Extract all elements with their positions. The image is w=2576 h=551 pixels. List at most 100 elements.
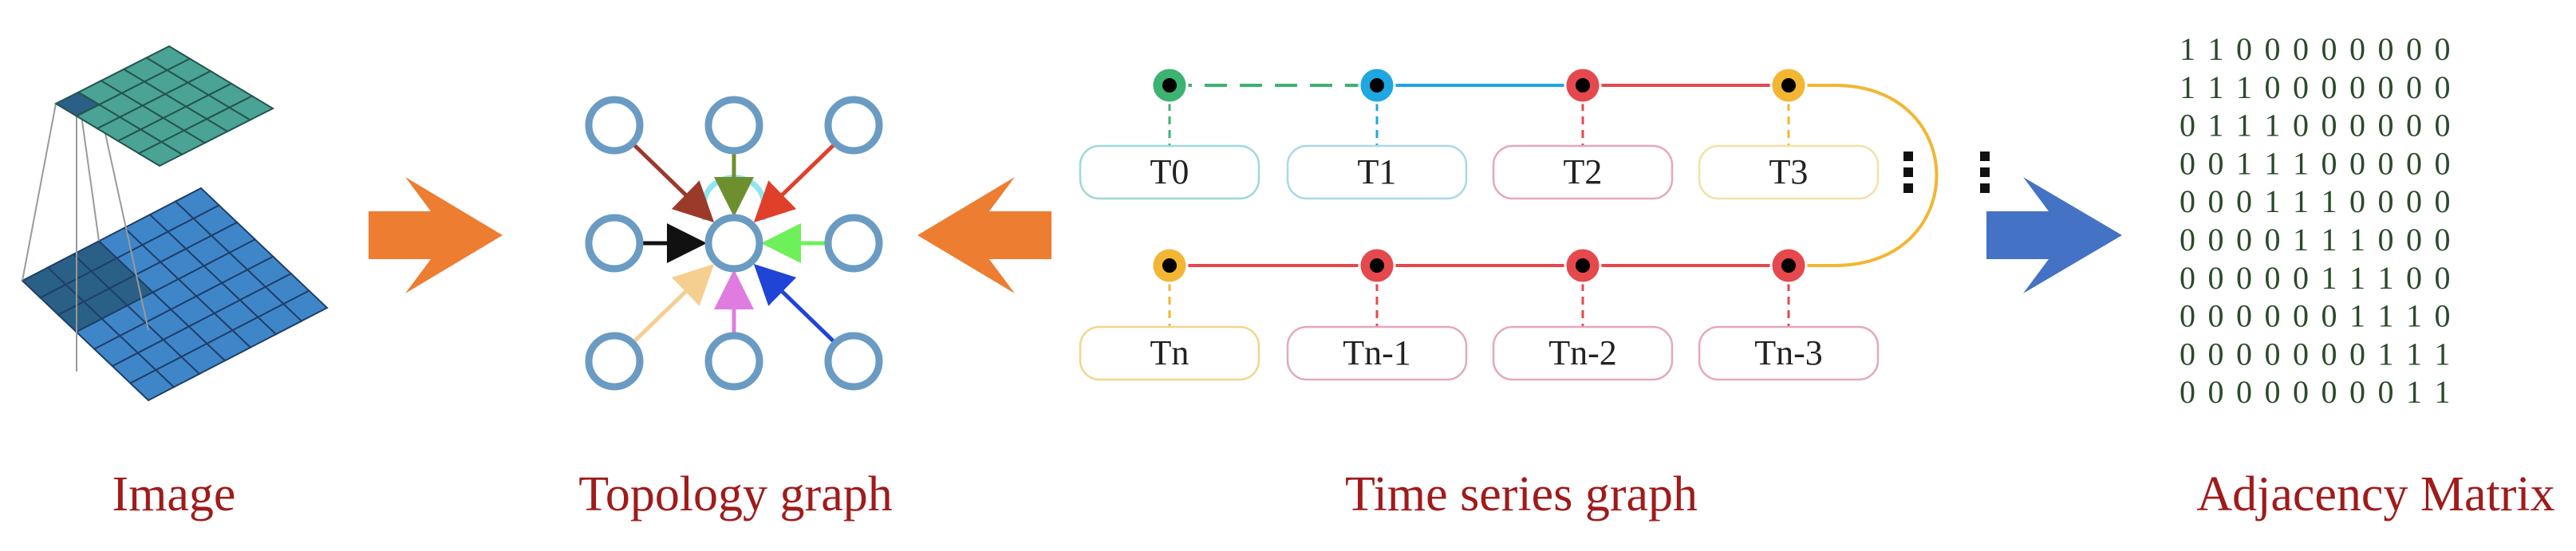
- matrix-cell: 0: [2322, 145, 2337, 181]
- topology-node: [704, 96, 763, 155]
- ts-bottom-label-box: [1492, 325, 1674, 381]
- arrow-right-blue: [1986, 177, 2122, 293]
- caption-adjacency-matrix: Adjacency Matrix: [2196, 467, 2555, 521]
- matrix-cell: 0: [2208, 260, 2224, 296]
- matrix-cell: 0: [2236, 222, 2252, 258]
- matrix-cell: 1: [2406, 336, 2422, 372]
- matrix-cell: 0: [2293, 374, 2309, 410]
- ts-bottom-label: Tn: [1150, 333, 1189, 372]
- caption-topology-graph: Topology graph: [578, 467, 893, 521]
- ts-bottom-node-dot: [1162, 258, 1177, 273]
- edge-bottom-left: [629, 264, 715, 347]
- matrix-cell: 0: [2180, 374, 2195, 410]
- matrix-cell: 0: [2293, 108, 2309, 144]
- ts-top-node-dot: [1370, 78, 1384, 92]
- matrix-cell: 0: [2180, 336, 2195, 372]
- ts-top-label-box: [1698, 144, 1880, 200]
- matrix-cell: 0: [2293, 336, 2309, 372]
- matrix-cell: 0: [2322, 298, 2337, 334]
- input-grid-cell: [282, 289, 329, 322]
- ts-top-node-dot: [1781, 78, 1796, 92]
- matrix-cell: 1: [2378, 298, 2394, 334]
- matrix-cell: 1: [2406, 298, 2422, 334]
- matrix-cell: 0: [2349, 31, 2365, 67]
- matrix-cell: 0: [2378, 108, 2394, 144]
- matrix-cell: 0: [2265, 336, 2281, 372]
- matrix-cell: 0: [2236, 374, 2252, 410]
- matrix-cell: 0: [2265, 222, 2281, 258]
- ts-edge-wrap: [1789, 84, 1939, 267]
- arrow-right-orange: [369, 177, 503, 293]
- matrix-cell: 0: [2435, 222, 2451, 258]
- matrix-cell: 0: [2435, 298, 2451, 334]
- topology-graph: [585, 96, 883, 391]
- edge-bottom-right: [753, 264, 839, 347]
- matrix-cell: 0: [2435, 145, 2451, 181]
- matrix-cell: 0: [2406, 222, 2422, 258]
- matrix-cell: 1: [2208, 108, 2224, 144]
- matrix-cell: 0: [2349, 108, 2365, 144]
- output-grid-cell: [227, 95, 275, 121]
- matrix-cell: 1: [2265, 145, 2281, 181]
- matrix-cell: 1: [2236, 108, 2252, 144]
- matrix-cell: 0: [2293, 298, 2309, 334]
- matrix-cell: 0: [2378, 145, 2394, 181]
- matrix-cell: 0: [2265, 31, 2281, 67]
- matrix-cell: 0: [2349, 336, 2365, 372]
- image-convolution-illustration: [21, 45, 329, 402]
- ts-top-node-dot: [1576, 78, 1590, 92]
- edge-top-right: [753, 140, 839, 222]
- projection-line: [22, 103, 57, 281]
- matrix-cell: 1: [2236, 69, 2252, 105]
- matrix-cell: 0: [2322, 374, 2337, 410]
- ts-bottom-node-dot: [1576, 258, 1590, 273]
- matrix-cell: 0: [2435, 260, 2451, 296]
- ts-top-node-dot: [1162, 78, 1177, 92]
- ts-bottom-label: Tn-1: [1343, 333, 1411, 372]
- matrix-cell: 0: [2236, 31, 2252, 67]
- ts-top-label-box: [1492, 144, 1674, 200]
- ts-bottom-label: Tn-2: [1548, 333, 1617, 372]
- matrix-cell: 0: [2406, 183, 2422, 219]
- matrix-cell: 0: [2406, 31, 2422, 67]
- matrix-cell: 0: [2435, 183, 2451, 219]
- matrix-cell: 0: [2208, 183, 2224, 219]
- matrix-cell: 0: [2180, 145, 2195, 181]
- matrix-cell: 1: [2349, 222, 2365, 258]
- matrix-cell: 0: [2180, 260, 2195, 296]
- topology-node: [824, 332, 883, 391]
- matrix-cell: 1: [2293, 222, 2309, 258]
- matrix-cell: 1: [2406, 374, 2422, 410]
- matrix-cell: 1: [2265, 183, 2281, 219]
- matrix-cell: 0: [2378, 374, 2394, 410]
- matrix-cell: 0: [2236, 298, 2252, 334]
- matrix-cell: 1: [2349, 260, 2365, 296]
- matrix-cell: 0: [2208, 374, 2224, 410]
- matrix-cell: 0: [2180, 108, 2195, 144]
- caption-time-series-graph: Time series graph: [1345, 467, 1698, 521]
- ts-bottom-node-dot: [1781, 258, 1796, 273]
- matrix-cell: 1: [2293, 183, 2309, 219]
- matrix-cell: 0: [2349, 69, 2365, 105]
- matrix-cell: 0: [2208, 298, 2224, 334]
- matrix-cell: 0: [2293, 31, 2309, 67]
- input-grid: [21, 187, 329, 402]
- matrix-cell: 1: [2322, 183, 2337, 219]
- matrix-cell: 0: [2265, 374, 2281, 410]
- matrix-cell: 0: [2293, 69, 2309, 105]
- output-grid: [53, 45, 275, 167]
- matrix-cell: 1: [2378, 260, 2394, 296]
- matrix-cell: 1: [2378, 336, 2394, 372]
- matrix-cell: 0: [2322, 31, 2337, 67]
- ts-bottom-label-box: [1286, 325, 1468, 381]
- ts-bottom-label-box: [1079, 325, 1260, 381]
- ts-top-label: T0: [1150, 152, 1189, 191]
- matrix-cell: 1: [2265, 108, 2281, 144]
- matrix-cell: 0: [2208, 222, 2224, 258]
- matrix-cell: 0: [2349, 145, 2365, 181]
